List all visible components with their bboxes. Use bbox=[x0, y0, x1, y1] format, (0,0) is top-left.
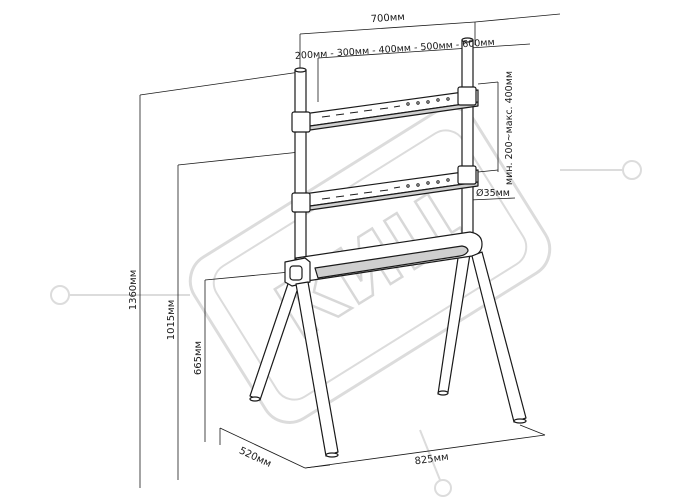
watermark-dot-right bbox=[622, 160, 642, 180]
crossbar-block-left-inner bbox=[289, 265, 303, 281]
leg-rear-left-foot bbox=[249, 396, 261, 402]
leg-rear-right bbox=[437, 253, 471, 395]
bracket-upper-clamp-right bbox=[457, 86, 477, 106]
dim-line-825 bbox=[304, 434, 546, 469]
watermark-dot-left bbox=[50, 285, 70, 305]
pole-left-cap bbox=[294, 67, 307, 73]
label-vesa-vertical: мин. 200~макс. 400мм bbox=[504, 71, 515, 185]
pole-left bbox=[294, 69, 307, 271]
label-width-total: 700мм bbox=[370, 12, 405, 25]
dim-line-520 bbox=[219, 427, 306, 469]
label-height-shelf: 665мм bbox=[193, 341, 204, 375]
dimension-lines bbox=[139, 13, 561, 488]
leg-front-right-foot bbox=[513, 418, 527, 424]
label-height-total: 1360мм bbox=[128, 270, 139, 311]
crossbar-groove bbox=[314, 245, 469, 279]
watermark: КИЦ bbox=[50, 106, 642, 497]
watermark-dot-bottom bbox=[434, 479, 452, 497]
dim-line-700 bbox=[299, 21, 476, 35]
pole-right-cap bbox=[461, 37, 474, 43]
pole-right bbox=[461, 39, 474, 246]
leg-front-left bbox=[295, 281, 339, 457]
watermark-frame-outer bbox=[188, 106, 552, 424]
bracket-upper-clamp-left bbox=[291, 111, 311, 133]
dim-line-vesa-h bbox=[317, 47, 471, 59]
bracket-lower-slots bbox=[321, 178, 450, 200]
label-height-bracket: 1015мм bbox=[166, 300, 177, 341]
dim-line-diameter bbox=[469, 197, 516, 201]
label-depth: 520мм bbox=[237, 446, 273, 470]
label-base-width: 825мм bbox=[414, 452, 449, 468]
leg-rear-right-foot bbox=[437, 390, 449, 396]
bracket-upper-slots bbox=[321, 97, 450, 118]
leg-front-left-foot bbox=[325, 452, 339, 458]
leg-front-right bbox=[471, 251, 527, 423]
stand bbox=[249, 37, 527, 458]
bracket-lower-clamp-right bbox=[457, 165, 477, 185]
label-pole-diameter: Ø35мм bbox=[476, 188, 510, 199]
bracket-lower-clamp-left bbox=[291, 192, 311, 213]
watermark-line-bottom bbox=[419, 429, 441, 481]
